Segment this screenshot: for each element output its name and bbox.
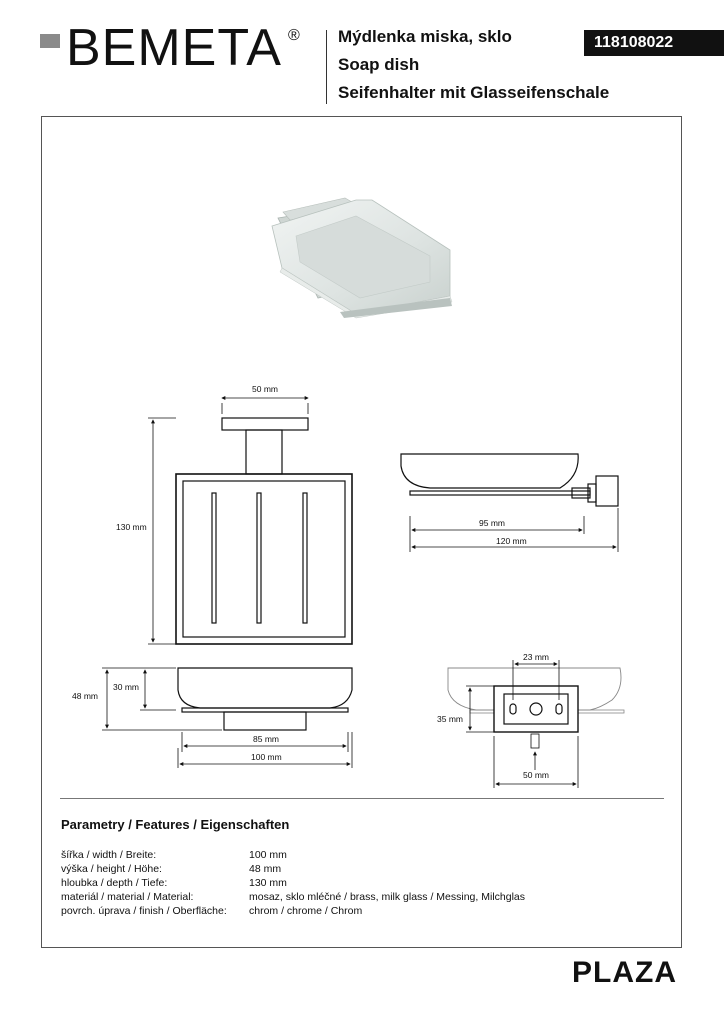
spec-value-material: mosaz, sklo mléčné / brass, milk glass /… [249,891,525,903]
dim-inner-width: 85 mm [253,734,279,744]
spec-label-height: výška / height / Höhe: [61,863,162,875]
dim-plate-height: 35 mm [437,714,463,724]
side-view [400,453,619,552]
title-english: Soap dish [338,55,420,74]
spec-value-height: 48 mm [249,863,282,875]
dim-depth-inner: 95 mm [479,518,505,528]
product-code-badge: 118108022 [584,30,724,56]
dim-total-width: 100 mm [251,752,282,762]
header-divider [326,30,327,104]
title-german: Seifenhalter mit Glasseifenschale [338,83,610,102]
spec-label-width: šířka / width / Breite: [61,849,157,861]
features-title: Parametry / Features / Eigenschaften [61,817,290,832]
bottom-view [102,667,353,768]
detail-view [447,660,625,788]
logo-mark [40,34,60,48]
spec-label-finish: povrch. úprava / finish / Oberfläche: [61,905,227,917]
spec-value-finish: chrom / chrome / Chrom [249,905,363,917]
front-view [148,396,353,645]
spec-value-width: 100 mm [249,849,287,861]
spec-label-depth: hloubka / depth / Tiefe: [61,877,168,889]
spec-value-depth: 130 mm [249,877,287,889]
series-name: PLAZA [572,956,677,989]
brand-logo: BEMETA [66,19,282,77]
drawing-frame [41,116,682,948]
section-divider [60,798,664,799]
dim-plate-width: 50 mm [523,770,549,780]
dim-front-height: 130 mm [116,522,147,532]
product-photo [271,197,453,319]
registered-mark: ® [288,27,300,44]
dim-depth-total: 120 mm [496,536,527,546]
dim-hole-spacing: 23 mm [523,652,549,662]
dim-total-height: 48 mm [72,691,98,701]
dim-bowl-height: 30 mm [113,682,139,692]
dim-mount-width: 50 mm [252,384,278,394]
title-czech: Mýdlenka miska, sklo [338,27,512,46]
spec-label-material: materiál / material / Material: [61,891,194,903]
